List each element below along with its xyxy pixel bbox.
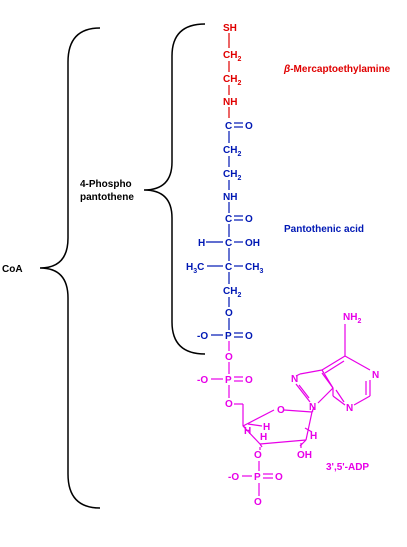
bridge-o-atom: O: [225, 352, 233, 363]
mercaptoethylamine-group: SH CH2 CH2 NH: [223, 23, 241, 108]
hydroxyl-atom: OH: [245, 238, 260, 249]
ribose-h-atom: H: [263, 422, 270, 433]
ch2-atom: CH2: [223, 145, 241, 158]
chiral-c-atom: C: [225, 238, 232, 249]
ch2-atom: CH2: [223, 169, 241, 182]
ring-o-atom: O: [277, 405, 285, 416]
phosphate-o-atom: O: [245, 375, 253, 386]
ethyl-ch2-atom: CH2: [223, 74, 241, 87]
ch2-atom: CH2: [223, 286, 241, 299]
coa-brace: [39, 27, 101, 509]
phosphorus-atom: P: [225, 375, 232, 386]
purine-n9-atom: N: [309, 402, 316, 413]
phosphate-o-atom: O: [245, 331, 253, 342]
amide-nh-atom: NH: [223, 192, 237, 203]
hydrogen-atom: H: [198, 238, 205, 249]
thiol-atom: SH: [223, 23, 237, 34]
methyl-ch3-atom: CH3: [245, 262, 263, 275]
quaternary-c-atom: C: [225, 262, 232, 273]
phospho-label-line1: 4-Phospho: [80, 179, 132, 190]
phospho-label-line2: pantothene: [80, 192, 134, 203]
phosphate-neg-o-atom: -O: [197, 331, 208, 342]
amide-nh-atom: NH: [223, 97, 237, 108]
phosphate-neg-o-atom: -O: [197, 375, 208, 386]
amino-nh2-atom: NH2: [343, 312, 361, 325]
carbonyl-o-atom: O: [245, 121, 253, 132]
hydroxyl-atom: OH: [297, 450, 312, 461]
phosphorus-atom: P: [225, 331, 232, 342]
methyl-h3c-atom: H3C: [186, 262, 204, 275]
phosphorus-atom: P: [254, 472, 261, 483]
carbonyl-c-atom: C: [225, 214, 232, 225]
ester-o-atom: O: [225, 308, 233, 319]
pantothenate-group: C O CH2 CH2 NH C O H C OH H3C C CH3 CH2 …: [186, 121, 263, 342]
phospho-brace: [143, 23, 206, 355]
phosphate-o-atom: O: [275, 472, 283, 483]
ribose-5-o-atom: O: [225, 399, 233, 410]
pantothenic-acid-label: Pantothenic acid: [284, 224, 364, 235]
carbonyl-o-atom: O: [245, 214, 253, 225]
carbonyl-c-atom: C: [225, 121, 232, 132]
mercaptoethylamine-label: β-Mercaptoethylamine: [283, 64, 391, 75]
adenine-ring-bonds: [295, 324, 371, 413]
ribose-3-o-atom: O: [254, 450, 262, 461]
phosphate-o-atom: O: [254, 497, 262, 508]
ribose-h-atom: H: [310, 431, 317, 442]
phosphate-neg-o-atom: -O: [228, 472, 239, 483]
purine-n1-atom: N: [372, 370, 379, 381]
purine-n3-atom: N: [346, 403, 353, 414]
pantothenate-bonds: [206, 122, 243, 338]
ribose-h-atom: H: [260, 432, 267, 443]
adp-bonds: [211, 341, 314, 496]
ethyl-ch2-atom: CH2: [223, 50, 241, 63]
adp-label: 3',5'-ADP: [326, 462, 369, 473]
purine-n7-atom: N: [291, 374, 298, 385]
coa-label: CoA: [2, 264, 23, 275]
